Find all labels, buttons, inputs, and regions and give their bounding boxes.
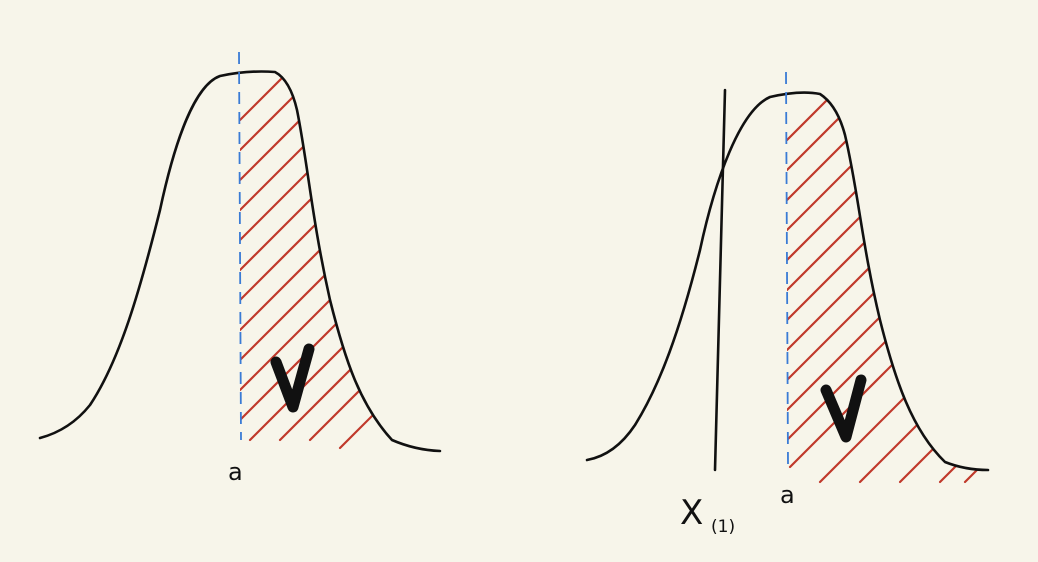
order-statistic-vertical-line [713, 88, 727, 472]
right-panel: a X (1) [585, 71, 990, 537]
right-bell-curve [585, 91, 990, 472]
right-threshold-label: a [780, 481, 795, 509]
left-panel: a [38, 51, 442, 486]
right-threshold-dashed-line [785, 71, 789, 466]
left-region-mark-v [270, 343, 315, 413]
left-hatched-region [240, 72, 392, 450]
order-statistic-letter: X [680, 493, 703, 533]
left-bell-curve [38, 70, 442, 453]
order-statistic-subscript: (1) [711, 517, 735, 537]
left-threshold-label: a [228, 458, 243, 486]
right-hatched-region [787, 94, 988, 484]
order-statistic-label: X [680, 493, 703, 533]
right-region-mark-v [820, 374, 867, 443]
left-threshold-dashed-line [238, 51, 242, 441]
